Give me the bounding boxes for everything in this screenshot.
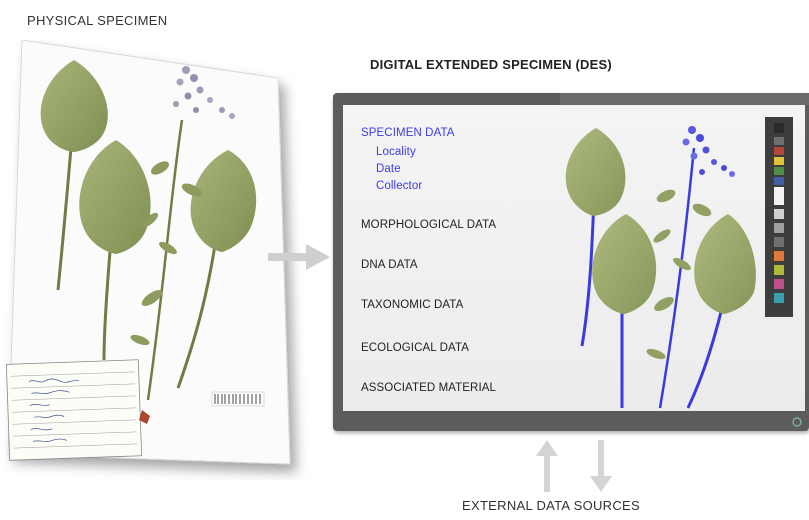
physical-specimen-title: PHYSICAL SPECIMEN (27, 13, 168, 28)
color-calibration-bar (765, 117, 793, 317)
leaf (592, 214, 657, 314)
right-arrow-icon (268, 244, 330, 270)
external-data-arrows (534, 440, 614, 492)
leaf (190, 150, 257, 252)
monitor-top-tab (560, 93, 809, 105)
herbarium-sheet-drawing (5, 39, 291, 465)
up-arrow-icon (536, 440, 558, 492)
power-icon (792, 414, 802, 427)
down-arrow-icon (590, 440, 612, 492)
physical-specimen-sheet (0, 39, 310, 480)
des-title: DIGITAL EXTENDED SPECIMEN (DES) (370, 57, 612, 72)
leaf (565, 128, 626, 216)
digitized-plant-image (552, 118, 762, 410)
leaf (40, 60, 108, 152)
external-data-sources-label: EXTERNAL DATA SOURCES (462, 498, 640, 513)
leaf (79, 140, 151, 254)
leaf (694, 214, 756, 314)
